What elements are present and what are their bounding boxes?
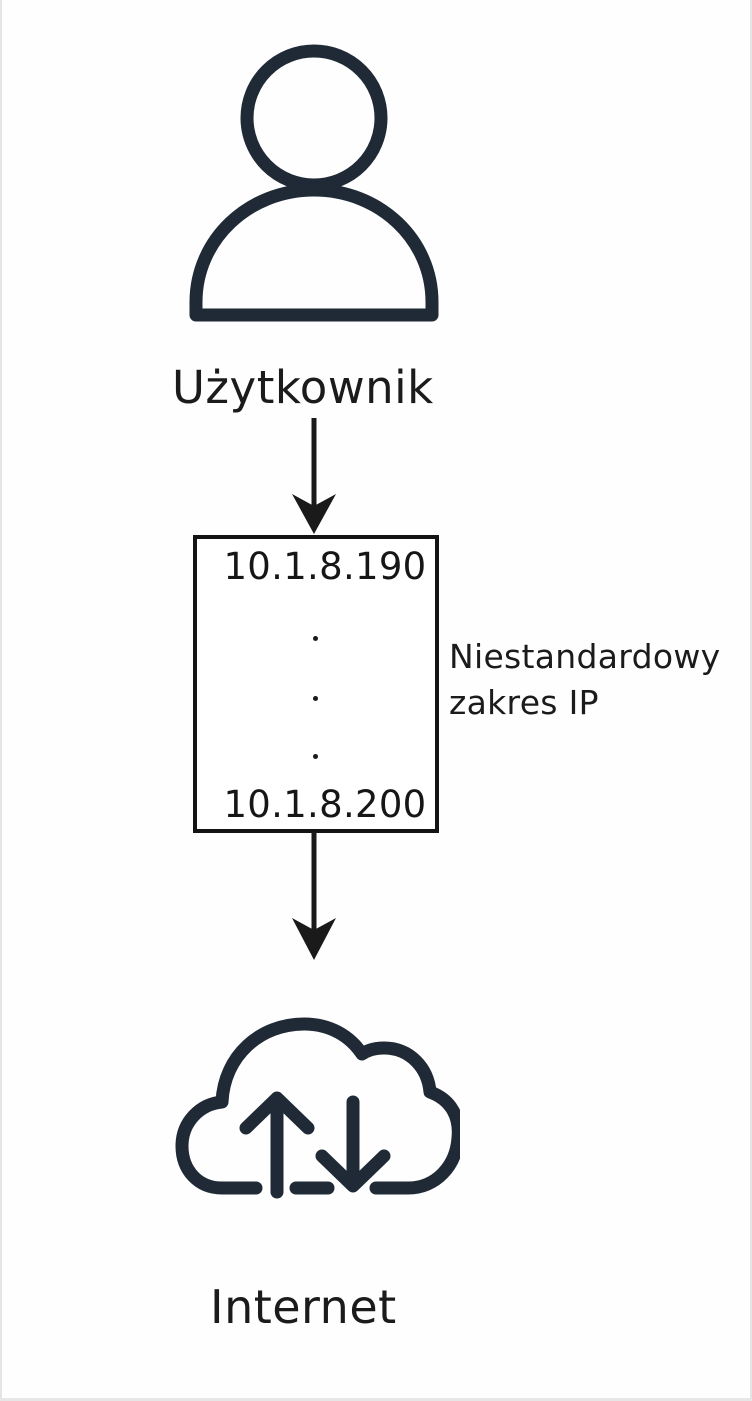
left-edge [0,0,2,1401]
ellipsis-dot [311,695,319,703]
bottom-edge [0,1398,752,1401]
ip-range-last: 10.1.8.200 [223,783,427,826]
arrow-down-to-internet [288,832,340,962]
ip-range-label-line1: Niestandardowy [449,637,721,676]
right-edge [750,0,752,1401]
ellipsis-dot [311,753,319,761]
ip-range-first: 10.1.8.190 [223,545,427,588]
ip-range-label: Niestandardowy zakres IP [449,634,720,726]
ellipsis-dot [311,635,319,643]
user-icon [180,40,450,330]
cloud-upload-download-icon [170,1010,465,1210]
ip-range-box: 10.1.8.190 10.1.8.200 [193,535,439,833]
internet-label: Internet [210,1280,397,1334]
arrow-down-to-ip-range [288,418,340,536]
user-label: Użytkownik [172,361,434,414]
ip-range-label-line2: zakres IP [449,683,599,722]
